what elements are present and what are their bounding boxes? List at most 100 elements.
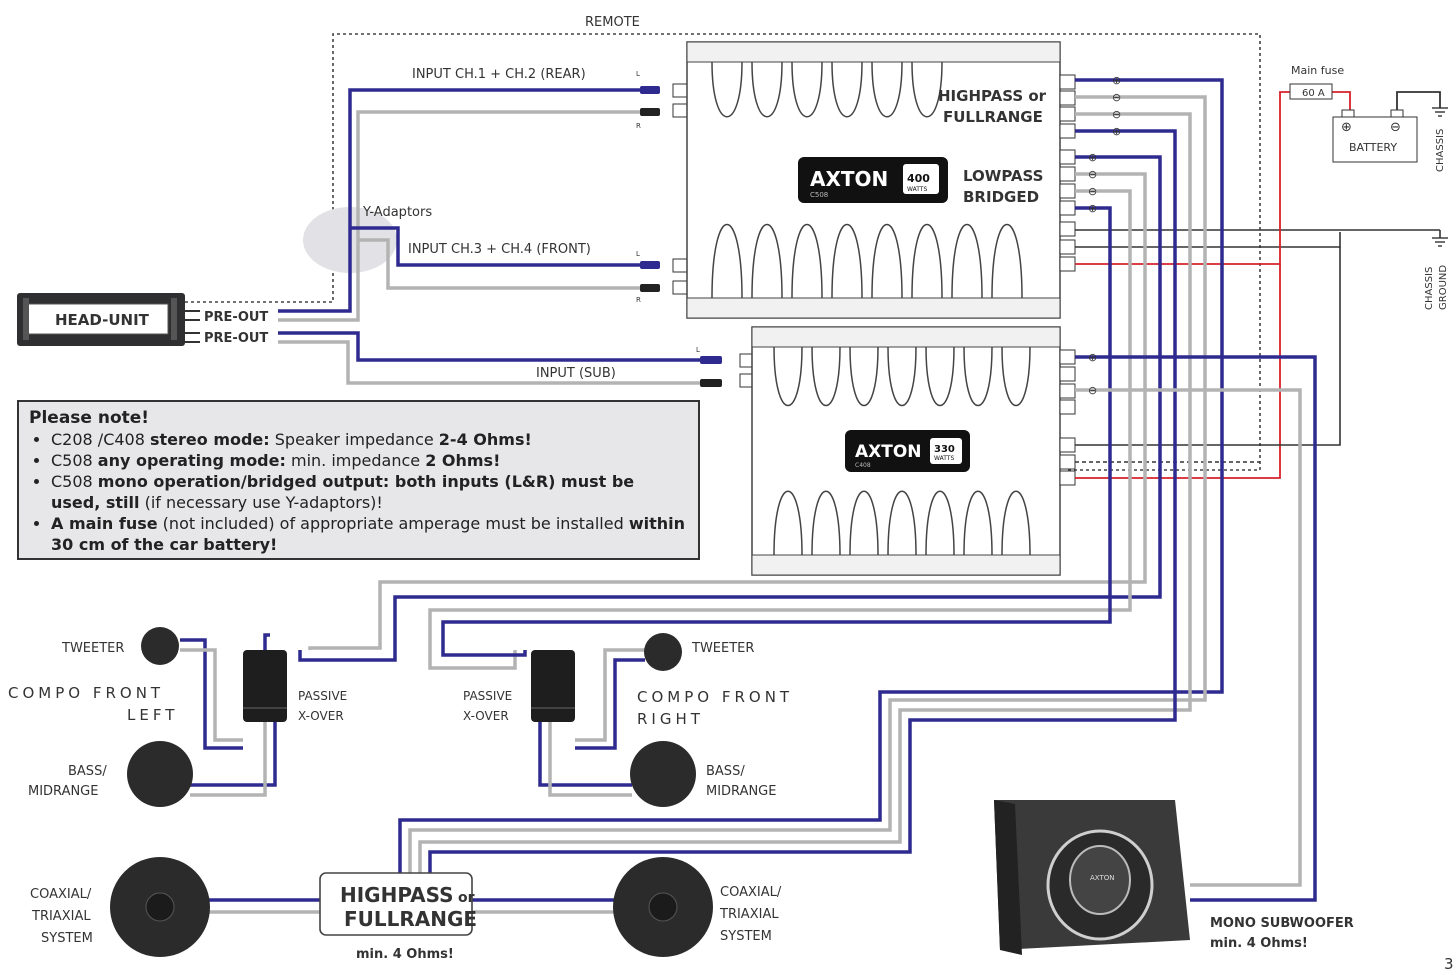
- plus-icon: ⊕: [1088, 351, 1097, 364]
- amplifier-c508: AXTON C508 400 WATTS HIGHPASS or FULLRAN…: [672, 41, 1076, 319]
- bass-right-2: MIDRANGE: [706, 784, 776, 799]
- amp1-model: C508: [810, 191, 828, 199]
- input-sub-label: INPUT (SUB): [536, 366, 616, 381]
- note-item-3: C508 mono operation/bridged output: both…: [51, 471, 688, 513]
- r-marker: R: [636, 296, 641, 304]
- amp2-watts: 330: [934, 444, 955, 455]
- chassis-label: CHASSIS: [1435, 129, 1446, 172]
- note-title: Please note!: [29, 408, 150, 428]
- fuse-value: 60 A: [1302, 88, 1325, 99]
- battery-plus-icon: ⊕: [1341, 120, 1352, 135]
- passive-right-2: X-OVER: [463, 709, 509, 723]
- tweeter-left-icon: [141, 627, 179, 665]
- minus-icon: ⊖: [1088, 185, 1097, 198]
- plus-icon: ⊕: [1088, 202, 1097, 215]
- highpass-label: HIGHPASS or: [938, 87, 1047, 105]
- ground-symbol: [1432, 107, 1448, 247]
- polarity-marks: ⊕ ⊖ ⊖ ⊕ ⊕ ⊖ ⊖ ⊕ ⊕ ⊖: [1088, 74, 1121, 397]
- l-marker: L: [636, 250, 640, 258]
- plus-icon: ⊕: [1088, 151, 1097, 164]
- note-list: C208 /C408 stereo mode: Speaker impedanc…: [29, 429, 688, 555]
- rca-plugs: [640, 86, 722, 387]
- y-adaptors-label: Y-Adaptors: [362, 205, 432, 220]
- coax-right-icon: [613, 857, 713, 957]
- minus-icon: ⊖: [1112, 91, 1121, 104]
- chassis-ground-label-1: CHASSIS: [1424, 267, 1435, 310]
- passive-xover-left: [243, 650, 287, 722]
- page-number: 3: [1444, 955, 1454, 971]
- hp-box-label-or: or: [458, 890, 475, 906]
- coax-left-3: SYSTEM: [41, 931, 93, 946]
- compo-front-left-2: LEFT: [127, 706, 178, 724]
- l-marker: L: [696, 346, 700, 354]
- amp2-logo: AXTON: [855, 442, 922, 462]
- minus-icon: ⊖: [1088, 168, 1097, 181]
- subwoofer-box: AXTON: [994, 800, 1190, 955]
- passive-left-2: X-OVER: [298, 709, 344, 723]
- plus-icon: ⊕: [1112, 74, 1121, 87]
- tweeter-right-icon: [644, 633, 682, 671]
- compo-front-left-1: COMPO FRONT: [8, 684, 164, 702]
- fullrange-label: FULLRANGE: [943, 108, 1043, 126]
- coax-left-icon: [110, 857, 210, 957]
- amp2-watts-unit: WATTS: [934, 455, 954, 462]
- amp1-watts: 400: [907, 172, 930, 185]
- input-cables: [278, 88, 700, 385]
- passive-left-1: PASSIVE: [298, 689, 347, 703]
- hp-box-label-2: FULLRANGE: [344, 907, 477, 931]
- note-item-2: C508 any operating mode: min. impedance …: [51, 450, 688, 471]
- battery-label: BATTERY: [1349, 141, 1397, 154]
- coax-right-1: COAXIAL/: [720, 885, 782, 900]
- r-marker: R: [636, 122, 641, 130]
- plus-icon: ⊕: [1112, 125, 1121, 138]
- coax-right-3: SYSTEM: [720, 929, 772, 944]
- bridged-label: BRIDGED: [963, 188, 1039, 206]
- speaker-wiring: [180, 78, 1317, 914]
- woofer-right-icon: [630, 741, 696, 807]
- please-note-box: Please note! C208 /C408 stereo mode: Spe…: [17, 400, 700, 560]
- main-fuse: [1289, 83, 1333, 100]
- passive-xover-right: [531, 650, 575, 722]
- highpass-box: [319, 872, 473, 936]
- amp1-watts-unit: WATTS: [907, 186, 927, 193]
- bass-left-2: MIDRANGE: [28, 784, 98, 799]
- amp1-logo: AXTON: [810, 167, 888, 191]
- note-item-1: C208 /C408 stereo mode: Speaker impedanc…: [51, 429, 688, 450]
- coax-right-2: TRIAXIAL: [719, 907, 779, 922]
- amp1-terminals: [1059, 74, 1076, 272]
- sub-label-2: min. 4 Ohms!: [1210, 936, 1308, 951]
- amplifier-c408: AXTON C408 330 WATTS: [739, 326, 1076, 576]
- compo-front-right-2: RIGHT: [637, 710, 704, 728]
- passive-right-1: PASSIVE: [463, 689, 512, 703]
- pre-out-2-label: PRE-OUT: [204, 331, 268, 346]
- l-marker: L: [636, 70, 640, 78]
- minus-icon: ⊖: [1088, 384, 1097, 397]
- woofer-left-icon: [127, 741, 193, 807]
- input-rear-label: INPUT CH.1 + CH.2 (REAR): [412, 67, 586, 82]
- tweeter-left-label: TWEETER: [61, 641, 124, 656]
- input-front-label: INPUT CH.3 + CH.4 (FRONT): [408, 242, 591, 257]
- chassis-ground-label-2: GROUND: [1438, 265, 1449, 310]
- head-unit: HEAD-UNIT: [17, 293, 185, 346]
- sub-label-1: MONO SUBWOOFER: [1210, 916, 1354, 931]
- pre-out-1-label: PRE-OUT: [204, 310, 268, 325]
- bass-left-1: BASS/: [68, 764, 107, 779]
- bass-right-1: BASS/: [706, 764, 745, 779]
- sub-logo: AXTON: [1090, 874, 1114, 882]
- battery: ⊕ ⊖ BATTERY: [1332, 109, 1418, 163]
- amp2-model: C408: [855, 462, 871, 469]
- lowpass-label: LOWPASS: [963, 167, 1043, 185]
- compo-front-right-1: COMPO FRONT: [637, 688, 793, 706]
- head-unit-label: HEAD-UNIT: [55, 311, 150, 329]
- tweeter-right-label: TWEETER: [691, 641, 754, 656]
- coax-left-2: TRIAXIAL: [31, 909, 91, 924]
- note-item-4: A main fuse (not included) of appropriat…: [51, 513, 688, 555]
- main-fuse-label: Main fuse: [1291, 64, 1344, 77]
- minus-icon: ⊖: [1112, 108, 1121, 121]
- hp-min-label: min. 4 Ohms!: [356, 947, 454, 962]
- remote-label: REMOTE: [585, 15, 640, 30]
- hp-box-label-1: HIGHPASS: [340, 883, 454, 907]
- battery-minus-icon: ⊖: [1390, 120, 1401, 135]
